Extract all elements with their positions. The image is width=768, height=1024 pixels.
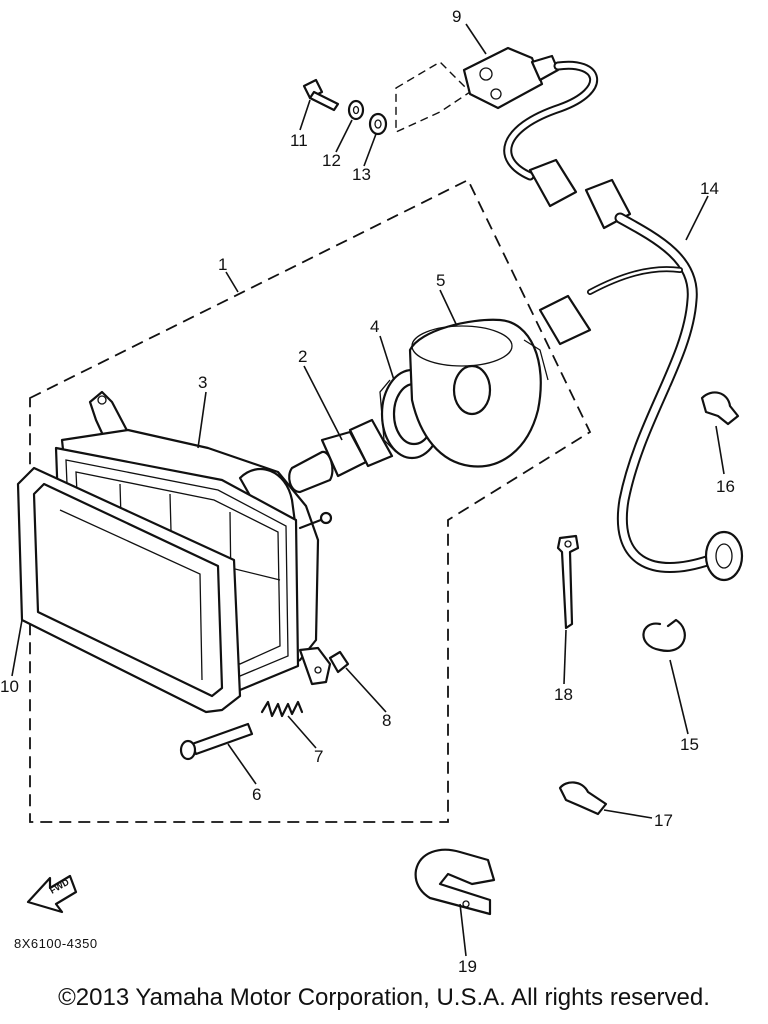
callout-18: 18 bbox=[554, 685, 573, 704]
bulb bbox=[288, 418, 410, 494]
callout-11: 11 bbox=[290, 131, 308, 150]
callout-6: 6 bbox=[252, 785, 261, 804]
callout-15: 15 bbox=[680, 735, 699, 754]
bulb-cover bbox=[408, 318, 549, 468]
washer-12-hole bbox=[352, 105, 360, 115]
callout-10: 10 bbox=[0, 677, 19, 696]
callout-3: 3 bbox=[198, 373, 207, 392]
callout-5: 5 bbox=[436, 271, 445, 290]
callout-8: 8 bbox=[382, 711, 391, 730]
spring bbox=[260, 700, 304, 718]
socket-connector bbox=[462, 46, 560, 110]
diagram-code: 8X6100-4350 bbox=[14, 936, 98, 951]
bracket-19 bbox=[414, 848, 496, 916]
copyright-notice: ©2013 Yamaha Motor Corporation, U.S.A. A… bbox=[58, 984, 710, 1011]
screw-11 bbox=[302, 78, 340, 112]
callout-17: 17 bbox=[654, 811, 673, 830]
headlight-rim bbox=[16, 466, 242, 714]
callout-13: 13 bbox=[352, 165, 371, 184]
leader-lines bbox=[11, 23, 725, 957]
callout-14: 14 bbox=[700, 179, 719, 198]
callout-16: 16 bbox=[716, 477, 735, 496]
callout-19: 19 bbox=[458, 957, 477, 976]
callout-4: 4 bbox=[370, 317, 379, 336]
socket-reference-box bbox=[395, 61, 472, 134]
callout-2: 2 bbox=[298, 347, 307, 366]
adjusting-bolt bbox=[179, 722, 254, 761]
cable-tie bbox=[556, 534, 580, 630]
washer-13 bbox=[368, 112, 388, 136]
callout-1: 1 bbox=[218, 255, 227, 274]
clamp-16 bbox=[700, 391, 740, 426]
clamp-15 bbox=[642, 618, 686, 652]
callout-7: 7 bbox=[314, 747, 323, 766]
callout-labels: 1 2 3 4 5 6 7 8 9 10 11 12 13 14 15 16 1… bbox=[0, 7, 735, 976]
washer-13-hole bbox=[374, 119, 382, 129]
callout-9: 9 bbox=[452, 7, 461, 26]
callout-12: 12 bbox=[322, 151, 341, 170]
assembly-boundary bbox=[29, 178, 592, 823]
fwd-arrow-icon: FWD bbox=[26, 874, 78, 914]
clip bbox=[328, 650, 350, 674]
clamp-17 bbox=[558, 781, 608, 816]
wire-harness bbox=[503, 60, 744, 582]
washer-12 bbox=[347, 99, 365, 121]
